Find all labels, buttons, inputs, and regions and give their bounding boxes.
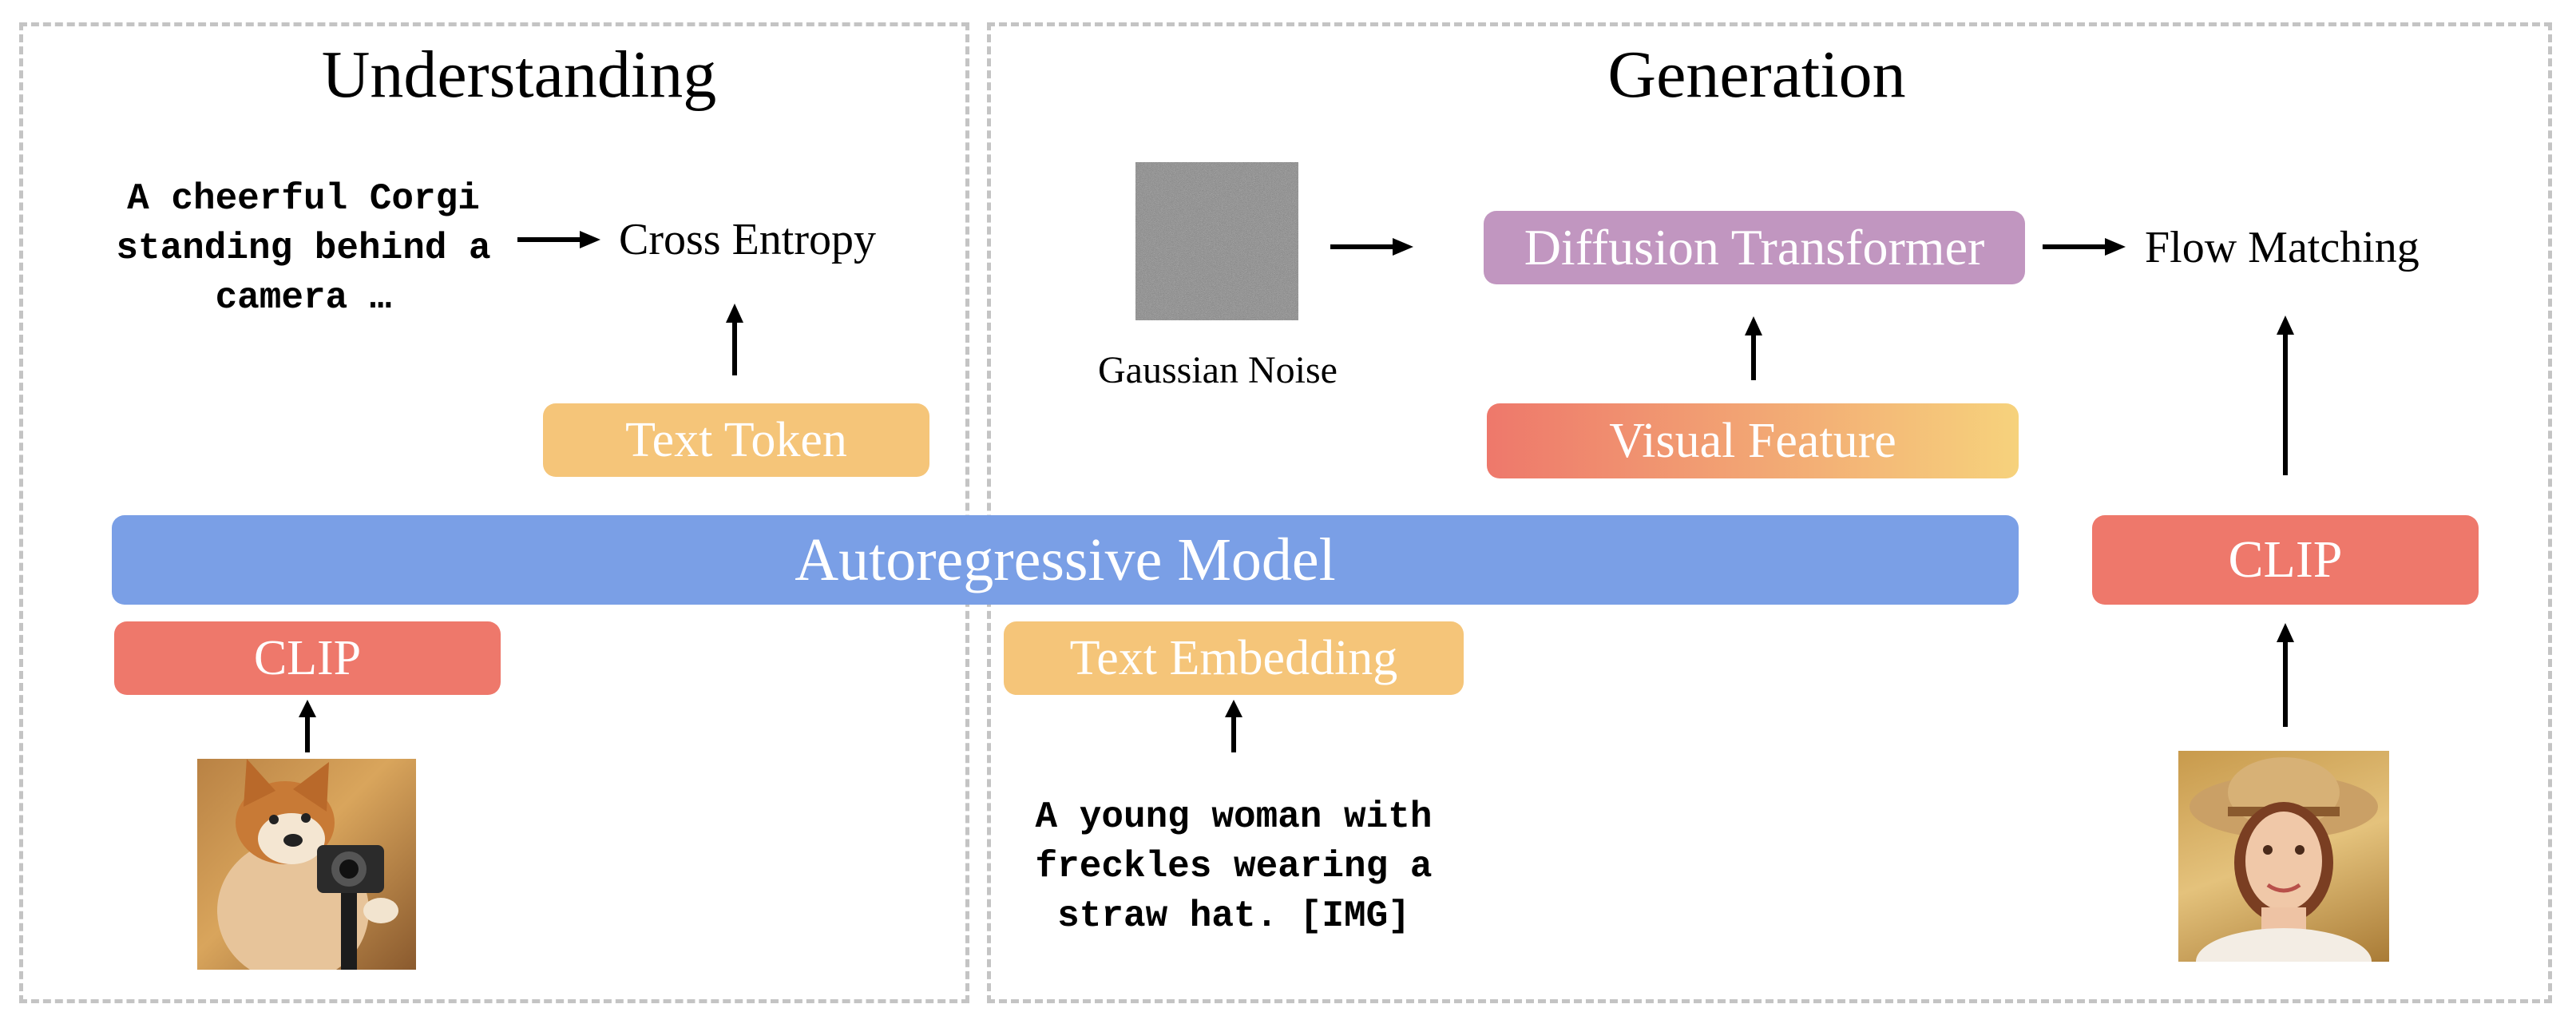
gaussian-noise-label: Gaussian Noise xyxy=(1098,349,1338,391)
visual-feature-box: Visual Feature xyxy=(1487,403,2019,478)
corgi-photo xyxy=(197,759,416,970)
arrow-up-icon xyxy=(1225,700,1242,752)
arrow-up-icon xyxy=(2277,623,2294,727)
woman-photo xyxy=(2178,751,2389,962)
text-embedding-box: Text Embedding xyxy=(1004,621,1464,695)
flow-matching-label: Flow Matching xyxy=(2145,223,2419,272)
generation-panel xyxy=(987,22,2552,1003)
understanding-panel xyxy=(19,22,969,1003)
generation-clip-box: CLIP xyxy=(2092,515,2479,605)
diffusion-transformer-box: Diffusion Transformer xyxy=(1484,211,2025,284)
arrow-right-icon xyxy=(1330,238,1413,256)
autoregressive-model-bar: Autoregressive Model xyxy=(112,515,2019,605)
arrow-right-icon xyxy=(2043,238,2126,256)
understanding-clip-box: CLIP xyxy=(114,621,501,695)
arrow-up-icon xyxy=(726,304,743,375)
arrow-up-icon xyxy=(299,700,316,752)
arrow-right-icon xyxy=(517,231,600,248)
cross-entropy-label: Cross Entropy xyxy=(619,215,876,264)
arrow-up-icon xyxy=(2277,316,2294,475)
arrow-up-icon xyxy=(1745,316,1762,380)
text-token-box: Text Token xyxy=(543,403,929,477)
understanding-prompt-text: A cheerful Corgi standing behind a camer… xyxy=(116,178,491,319)
generation-title: Generation xyxy=(1607,38,1906,112)
gaussian-noise-image xyxy=(1135,162,1298,320)
generation-prompt-text: A young woman with freckles wearing a st… xyxy=(1035,796,1433,937)
understanding-title: Understanding xyxy=(321,38,717,112)
